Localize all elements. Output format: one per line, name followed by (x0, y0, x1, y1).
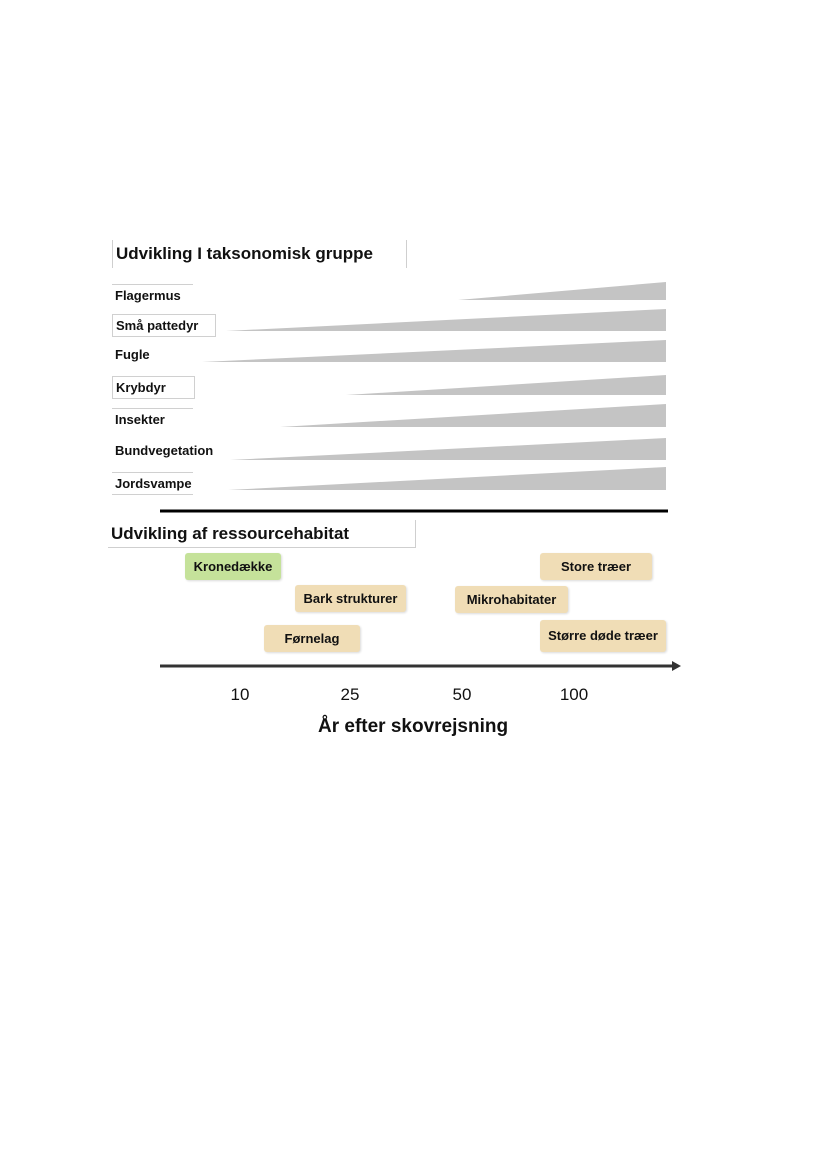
tick-label-25: 25 (340, 685, 360, 704)
habitat-mikrohabitater: Mikrohabitater (455, 586, 568, 613)
group-label-bundvegetation: Bundvegetation (115, 443, 214, 458)
habitat-bark-strukturer: Bark strukturer (295, 585, 406, 612)
group-label-smaa-pattedyr: Små pattedyr (112, 314, 216, 337)
wedge-jordsvampe (228, 467, 666, 490)
group-label-flagermus: Flagermus (112, 284, 193, 306)
habitat-section-title-box: Udvikling af ressourcehabitat (108, 520, 416, 548)
habitat-section-title: Udvikling af ressourcehabitat (111, 524, 350, 543)
group-label-fugle: Fugle (115, 347, 150, 362)
tick-label-10: 10 (230, 685, 250, 704)
taxonomic-wedges (160, 282, 668, 513)
wedge-krybdyr (346, 375, 666, 395)
habitat-store-traeer: Store træer (540, 553, 652, 580)
wedge-bundvegetation (230, 438, 666, 460)
taxonomic-section-title: Udvikling I taksonomisk gruppe (116, 244, 373, 263)
axis-arrowhead (672, 661, 681, 671)
habitat-fornelag: Førnelag (264, 625, 360, 652)
habitat-storre-dode-traeer: Større døde træer (540, 620, 666, 652)
group-label-insekter: Insekter (112, 408, 193, 430)
time-axis (160, 661, 681, 671)
wedge-insekter (280, 404, 666, 427)
axis-title: År efter skovrejsning (318, 716, 509, 737)
tick-label-50: 50 (452, 685, 472, 704)
group-label-jordsvampe: Jordsvampe (112, 472, 193, 495)
habitat-kronedaekke: Kronedække (185, 553, 281, 580)
wedge-flagermus (458, 282, 666, 300)
wedge-fugle (202, 340, 666, 362)
group-label-krybdyr: Krybdyr (112, 376, 195, 399)
tick-label-100: 100 (559, 685, 589, 704)
wedge-smaa-pattedyr (226, 309, 666, 331)
taxonomic-section-title-box: Udvikling I taksonomisk gruppe (112, 240, 407, 268)
